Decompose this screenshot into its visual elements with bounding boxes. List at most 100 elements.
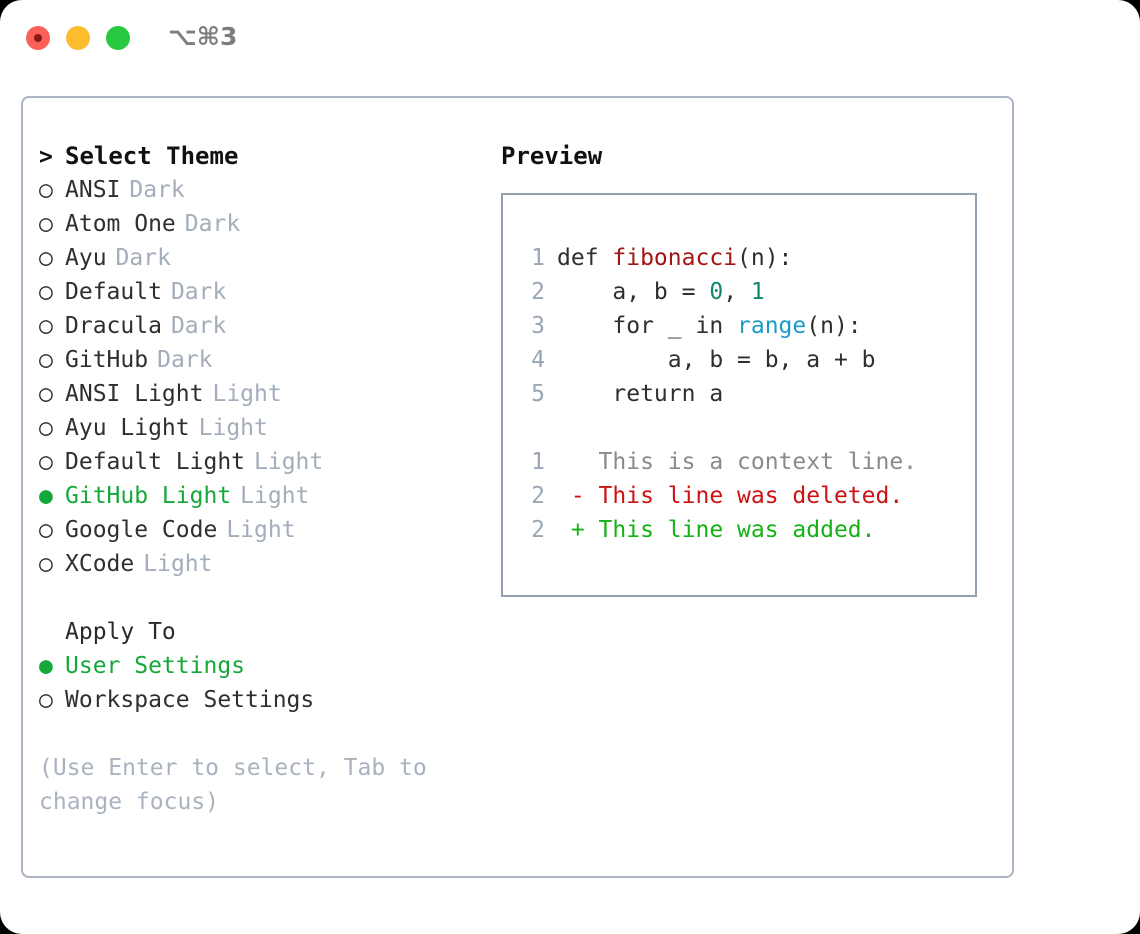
code-token: for _ in [557, 313, 738, 339]
theme-option-xcode[interactable]: ○ XCode Light [39, 547, 479, 581]
radio-unselected-icon: ○ [39, 313, 53, 339]
diff-line-add: 2 + This line was added. [515, 513, 975, 547]
theme-option-name: Ayu [65, 245, 107, 271]
radio-unselected-icon: ○ [39, 245, 53, 271]
theme-option-category: Dark [157, 347, 213, 373]
line-number: 4 [531, 347, 545, 373]
radio-unselected-icon: ○ [39, 211, 53, 237]
radio-unselected-icon: ○ [39, 551, 53, 577]
radio-unselected-icon: ○ [39, 381, 53, 407]
code-token: 0 [709, 279, 724, 305]
apply-to-option-name: User Settings [65, 653, 246, 679]
apply-to-list: ● User Settings ○ Workspace Settings [39, 649, 479, 717]
code-token: a, b = b, a + b [557, 347, 876, 373]
diff-line-text: + This line was added. [557, 517, 876, 543]
close-button[interactable] [26, 26, 50, 50]
apply-to-title: Apply To [65, 619, 176, 645]
line-number: 2 [531, 517, 545, 543]
theme-option-name: GitHub [65, 347, 149, 373]
theme-option-category: Dark [129, 177, 185, 203]
radio-unselected-icon: ○ [39, 347, 53, 373]
theme-option-google-code[interactable]: ○ Google Code Light [39, 513, 479, 547]
theme-option-name: Dracula [65, 313, 162, 339]
theme-option-name: Ayu Light [65, 415, 190, 441]
code-line: 3 for _ in range(n): [515, 309, 975, 343]
apply-to-option-workspace-settings[interactable]: ○ Workspace Settings [39, 683, 479, 717]
radio-unselected-icon: ○ [39, 517, 53, 543]
theme-option-ansi[interactable]: ○ ANSI Dark [39, 173, 479, 207]
theme-option-category: Light [254, 449, 324, 475]
maximize-button[interactable] [106, 26, 130, 50]
radio-unselected-icon: ○ [39, 687, 53, 713]
diff-line-text: - This line was deleted. [557, 483, 904, 509]
theme-option-name: ANSI Light [65, 381, 204, 407]
code-token: (n): [737, 245, 793, 271]
theme-list-header-label: Select Theme [65, 142, 239, 170]
radio-unselected-icon: ○ [39, 177, 53, 203]
code-line: 1 def fibonacci(n): [515, 241, 975, 275]
line-number: 3 [531, 313, 545, 339]
preview-gap [515, 411, 975, 445]
radio-selected-icon: ● [39, 653, 53, 679]
line-number: 1 [531, 245, 545, 271]
diff-line-ctx: 1 This is a context line. [515, 445, 975, 479]
preview-title: Preview [501, 142, 603, 170]
theme-option-name: ANSI [65, 177, 121, 203]
theme-option-category: Light [226, 517, 296, 543]
keyboard-shortcut-label: ⌥⌘3 [168, 22, 238, 51]
theme-option-category: Light [240, 483, 310, 509]
theme-option-category: Dark [115, 245, 171, 271]
line-number: 5 [531, 381, 545, 407]
keyboard-hint: (Use Enter to select, Tab to change focu… [39, 755, 427, 815]
theme-option-ayu[interactable]: ○ Ayu Dark [39, 241, 479, 275]
theme-option-category: Light [212, 381, 282, 407]
radio-selected-icon: ● [39, 483, 53, 509]
theme-option-default[interactable]: ○ Default Dark [39, 275, 479, 309]
diff-line-del: 2 - This line was deleted. [515, 479, 975, 513]
theme-option-ansi-light[interactable]: ○ ANSI Light Light [39, 377, 479, 411]
code-token: def [557, 245, 613, 271]
apply-to-option-name: Workspace Settings [65, 687, 315, 713]
theme-option-category: Light [198, 415, 268, 441]
theme-list-header: > Select Theme [39, 139, 479, 173]
theme-option-dracula[interactable]: ○ Dracula Dark [39, 309, 479, 343]
minimize-button[interactable] [66, 26, 90, 50]
code-token: return a [557, 381, 724, 407]
theme-option-category: Light [143, 551, 213, 577]
code-token: , [723, 279, 751, 305]
radio-unselected-icon: ○ [39, 449, 53, 475]
apply-to-option-user-settings[interactable]: ● User Settings [39, 649, 479, 683]
theme-option-name: Default [65, 279, 162, 305]
code-token: fibonacci [612, 245, 738, 271]
line-number: 2 [531, 483, 545, 509]
code-line: 4 a, b = b, a + b [515, 343, 975, 377]
theme-option-category: Dark [170, 279, 227, 305]
theme-option-name: XCode [65, 551, 135, 577]
code-line: 2 a, b = 0, 1 [515, 275, 975, 309]
theme-option-name: Default Light [65, 449, 246, 475]
theme-option-name: Google Code [65, 517, 218, 543]
theme-option-category: Dark [170, 313, 227, 339]
list-spacer [39, 581, 479, 615]
theme-option-category: Dark [184, 211, 241, 237]
diff-sample: 1 This is a context line.2 - This line w… [515, 445, 975, 547]
code-token: a, b = [557, 279, 710, 305]
theme-option-default-light[interactable]: ○ Default Light Light [39, 445, 479, 479]
code-token: 1 [750, 279, 765, 305]
radio-unselected-icon: ○ [39, 279, 53, 305]
title-bar: ⌥⌘3 [0, 0, 1140, 78]
line-number: 2 [531, 279, 545, 305]
theme-option-github[interactable]: ○ GitHub Dark [39, 343, 479, 377]
prompt-caret-icon: > [39, 144, 53, 170]
code-token: range [737, 313, 807, 339]
